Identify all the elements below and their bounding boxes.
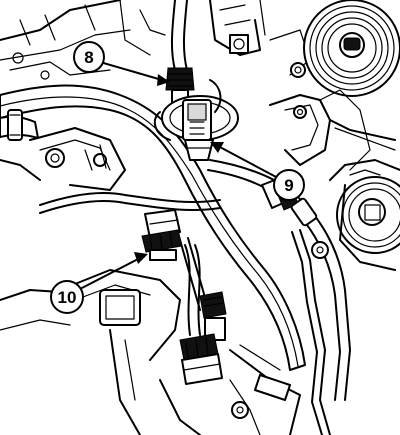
callout-10-label: 10	[58, 288, 77, 307]
callout-8-label: 8	[84, 48, 93, 67]
pulley-upper-right	[303, 0, 400, 97]
callout-10: 10	[50, 252, 148, 314]
sensor-9	[153, 79, 239, 161]
connector-8	[165, 0, 195, 109]
engine-block-lower	[0, 269, 301, 435]
fitting-10	[141, 209, 183, 261]
callout-9: 9	[210, 142, 305, 201]
lower-sensor	[179, 291, 227, 385]
left-bracket	[0, 127, 126, 191]
pulley-lower-right	[329, 159, 400, 271]
callout-9-label: 9	[284, 176, 293, 195]
callout-8: 8	[73, 41, 170, 86]
engine-block-background	[0, 0, 400, 271]
